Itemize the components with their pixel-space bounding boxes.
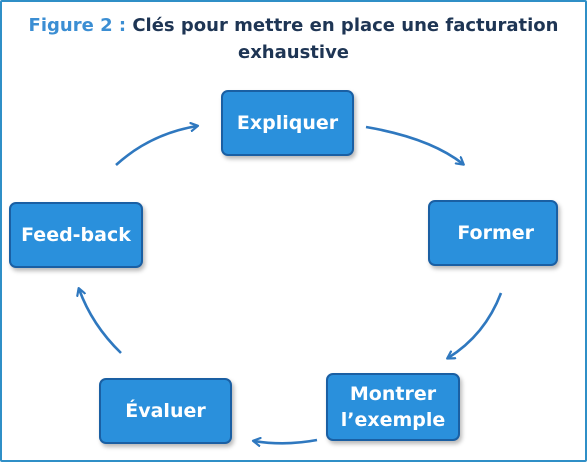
- step-feed-back: Feed-back: [9, 202, 143, 268]
- step-montrer-exemple: Montrer l’exemple: [326, 373, 460, 441]
- figure-title: Figure 2 : Clés pour mettre en place une…: [0, 12, 587, 66]
- arrow-former-to-montrer: [448, 292, 503, 358]
- arrow-montrer-to-evaluer: [254, 440, 318, 443]
- figure-number: Figure 2 :: [28, 15, 127, 36]
- arrow-evaluer-to-feedback: [79, 289, 122, 354]
- step-expliquer: Expliquer: [221, 90, 354, 156]
- arrow-expliquer-to-former: [365, 125, 463, 164]
- step-evaluer-label: Évaluer: [125, 400, 206, 422]
- step-expliquer-label: Expliquer: [236, 112, 339, 134]
- step-feed-back-label: Feed-back: [21, 224, 131, 246]
- step-former: Former: [428, 200, 558, 266]
- arrow-feedback-to-expliquer: [115, 126, 197, 166]
- step-montrer-exemple-label: Montrer l’exemple: [341, 381, 446, 433]
- step-evaluer: Évaluer: [99, 378, 232, 444]
- step-montrer-line2: l’exemple: [340, 409, 446, 431]
- step-former-label: Former: [457, 222, 534, 244]
- figure-title-line2: exhaustive: [237, 42, 350, 63]
- figure-title-line1: Clés pour mettre en place une facturatio…: [132, 15, 559, 36]
- step-montrer-line1: Montrer: [349, 383, 437, 405]
